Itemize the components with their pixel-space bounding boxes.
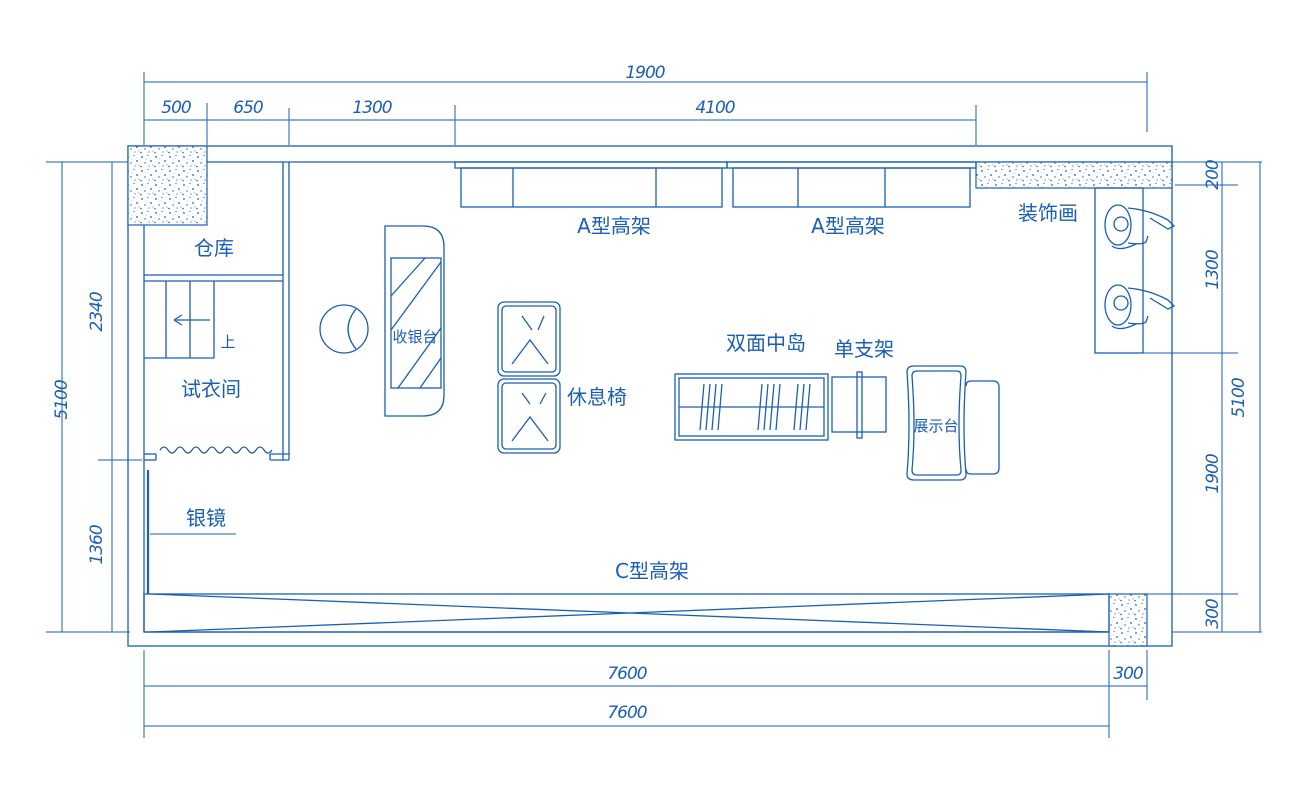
label-fitting-room: 试衣间 [181,377,241,401]
label-stairs-up: 上 [220,333,235,351]
stairs [144,281,215,359]
cashier-chair [319,304,369,354]
label-rest-chair: 休息椅 [567,385,627,409]
dim-bottom-total-1: 7600 [607,664,646,684]
mannequin-figure-2 [1104,284,1176,330]
single-rack [831,371,887,439]
label-mirror: 银镜 [186,506,226,530]
dim-top-seg-1: 500 [161,98,191,118]
label-double-island: 双面中岛 [726,331,806,355]
dim-bottom-right: 300 [1113,664,1143,684]
decor-painting-area [1094,187,1144,354]
dimension-texts: 1900 500 650 1300 4100 7600 7600 300 510… [52,63,1249,723]
dim-left-total: 5100 [52,380,72,419]
label-single-rack: 单支架 [834,337,894,361]
dim-right-seg-4: 300 [1203,599,1223,629]
label-decor-painting: 装饰画 [1018,201,1078,225]
dim-left-upper: 2340 [87,292,107,331]
shelf-a-right [726,161,977,208]
pillar-bottom-right [1108,593,1148,647]
fitting-curtain [159,446,273,454]
pillar-top-left [127,145,208,226]
label-shelf-a-left: A型高架 [577,214,651,238]
dim-right-seg-3: 1900 [1203,454,1223,493]
dimension-lines [46,72,1262,738]
dim-top-seg-2: 650 [233,98,263,118]
label-cashier: 收银台 [392,328,437,346]
label-shelf-a-right: A型高架 [811,214,885,238]
shelf-a-left [454,161,728,208]
double-sided-island [674,373,829,441]
dim-bottom-total-2: 7600 [607,703,646,723]
dim-right-total: 5100 [1229,378,1249,417]
dim-left-lower: 1360 [87,525,107,564]
mannequin-figure-1 [1104,204,1176,250]
label-warehouse: 仓库 [194,236,234,260]
cashier-counter [384,225,445,417]
label-shelf-c: C型高架 [615,559,689,583]
shelf-c [143,593,1110,633]
room-labels: 仓库 上 试衣间 银镜 收银台 休息椅 A型高架 A型高架 双面中岛 单支架 展… [181,201,1078,583]
label-display-table: 展示台 [913,417,958,435]
dim-right-seg-1: 200 [1203,160,1223,190]
rest-chairs [497,301,561,454]
display-table [906,365,1000,481]
dim-top-seg-3: 1300 [352,98,391,118]
dim-top-seg-4: 4100 [695,98,734,118]
decor-wall-strip [975,161,1173,189]
dim-top-total: 1900 [625,63,664,83]
dim-right-seg-2: 1300 [1203,250,1223,289]
